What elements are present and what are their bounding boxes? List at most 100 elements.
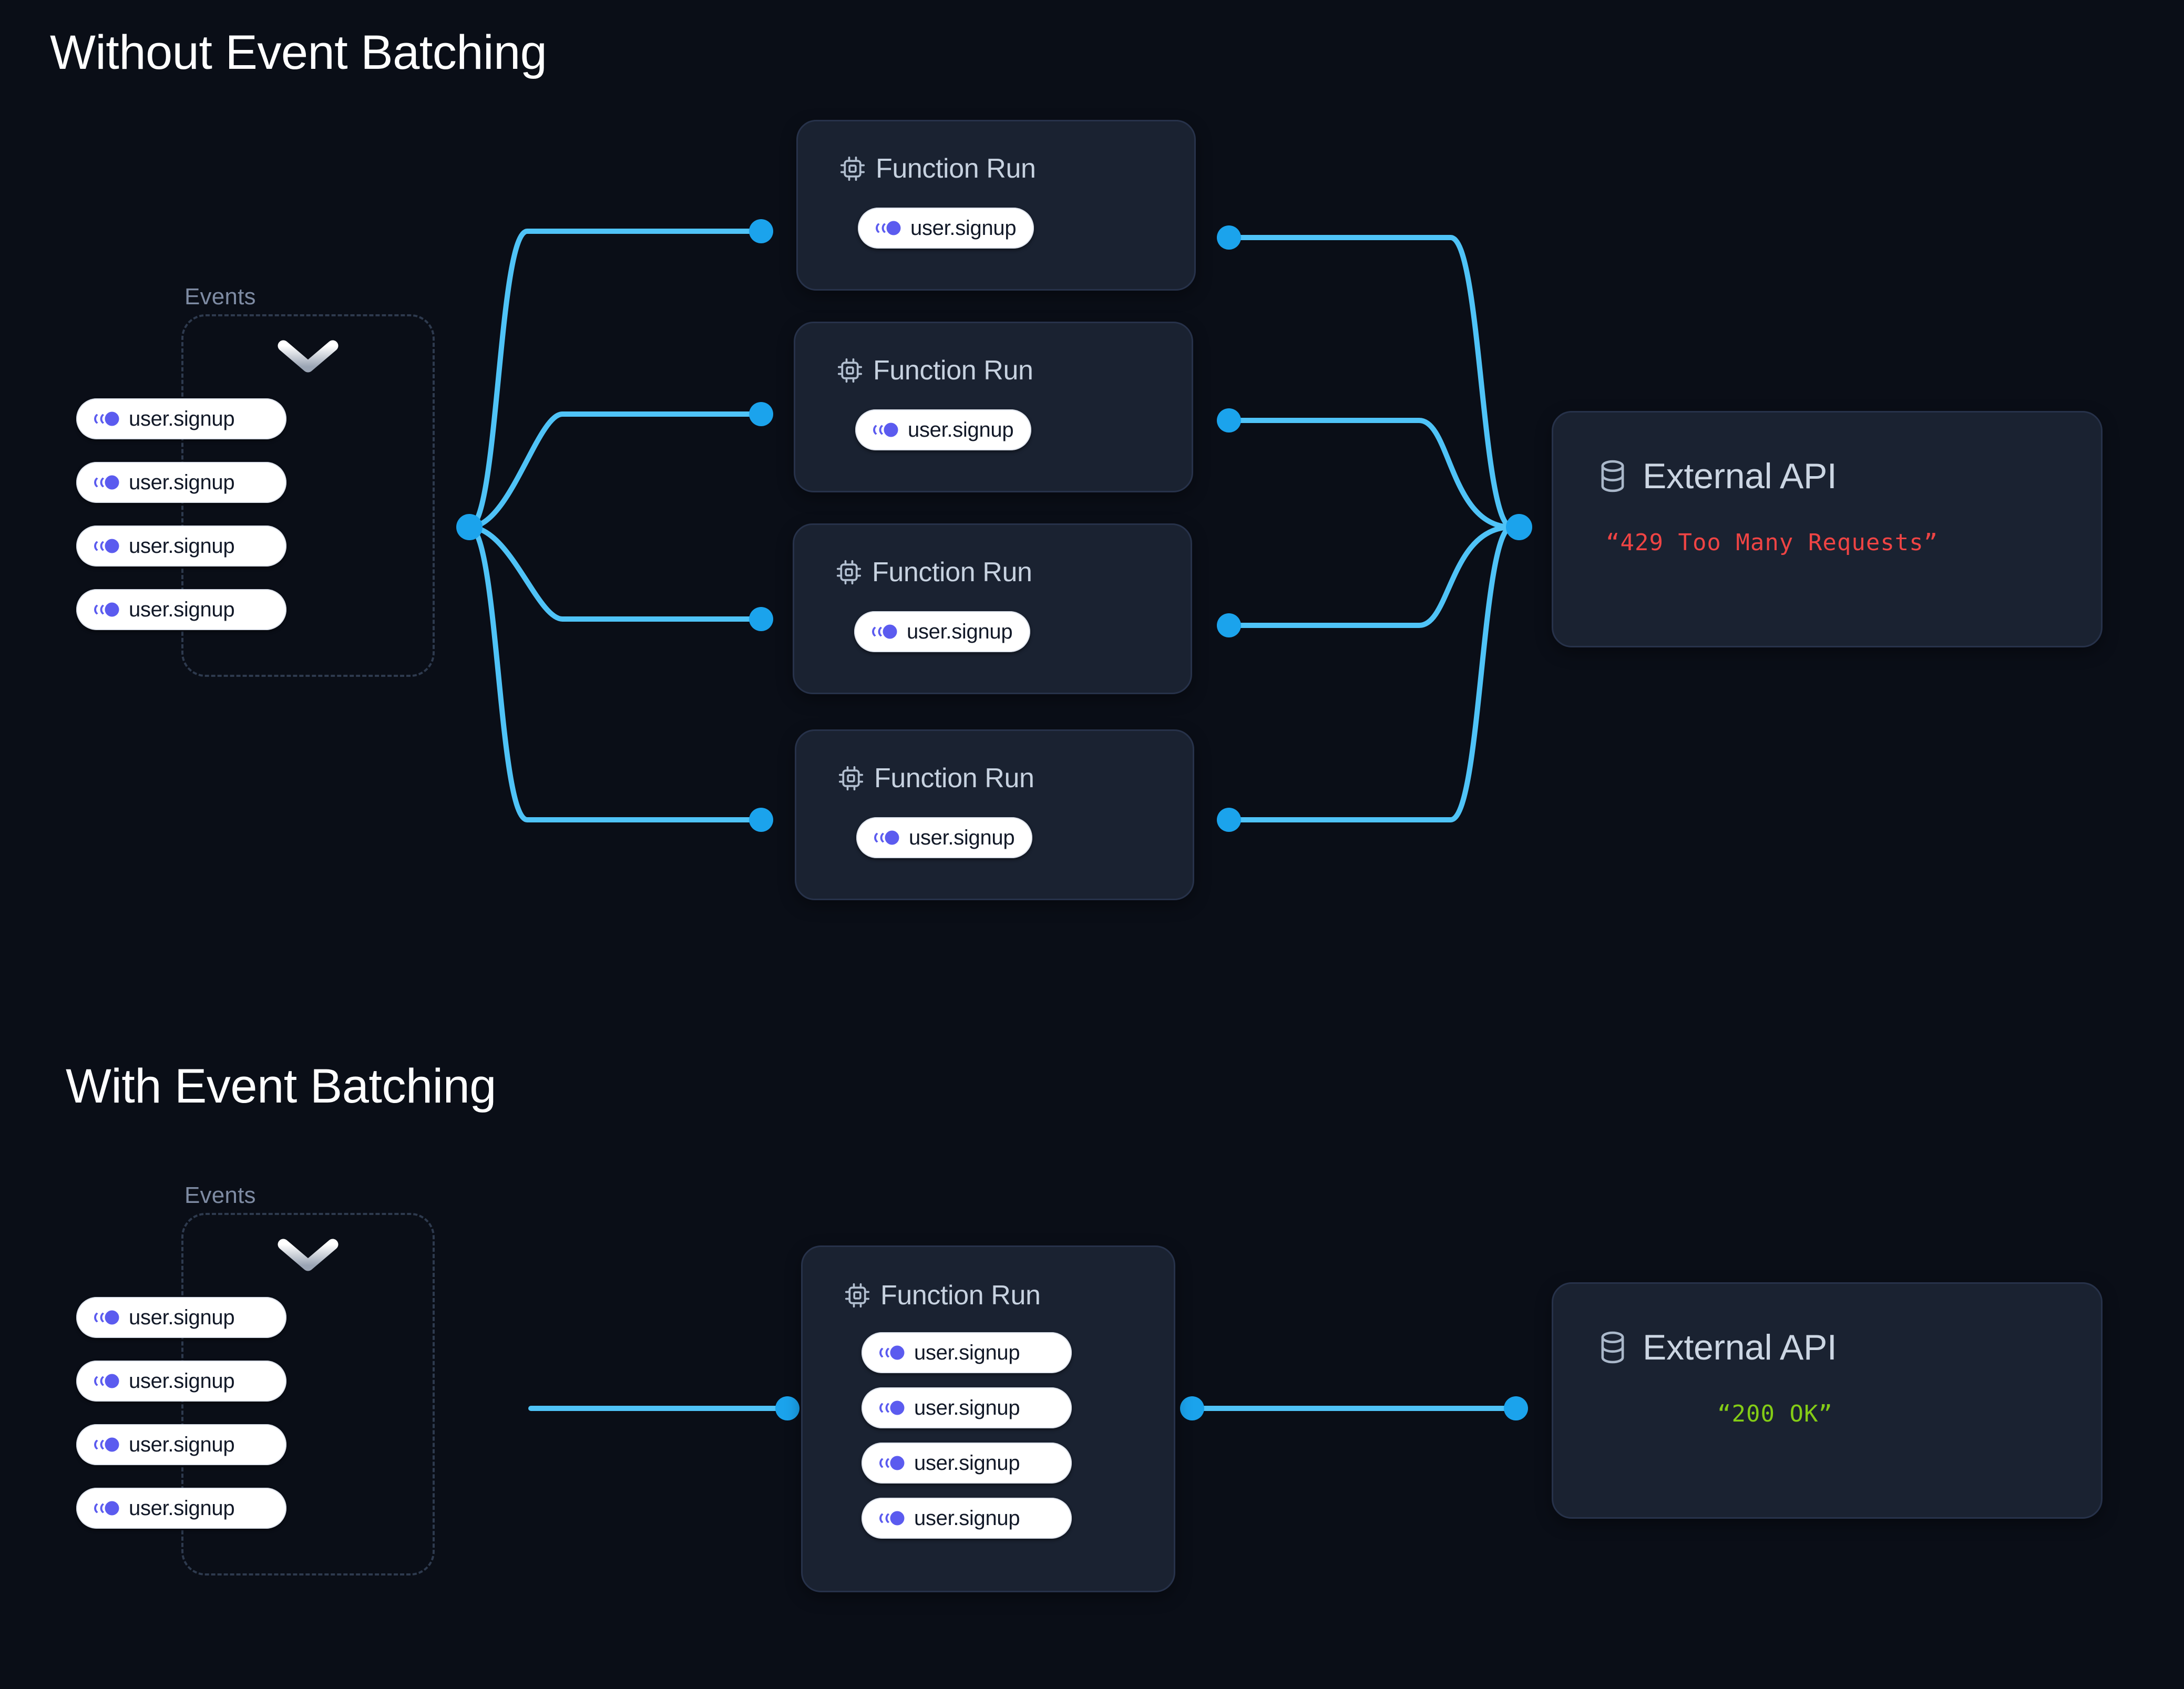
event-pill[interactable]: user.signup	[76, 1424, 286, 1465]
event-pill[interactable]: user.signup	[862, 1443, 1072, 1484]
function-run-card-2[interactable]: Function Run user.signup	[794, 322, 1193, 492]
event-pill-label: user.signup	[914, 1396, 1020, 1419]
event-pill[interactable]: user.signup	[76, 462, 286, 503]
function-run-card-header: Function Run	[835, 557, 1191, 588]
event-signal-icon	[91, 409, 120, 429]
connector-dot-in-4	[749, 808, 773, 832]
external-api-header: External API	[1596, 1327, 2101, 1368]
event-pill-label: user.signup	[914, 1341, 1020, 1364]
connector-dot-batch-out	[1180, 1396, 1204, 1420]
chip-icon	[837, 765, 865, 792]
event-signal-icon	[876, 1343, 906, 1363]
event-pill-label: user.signup	[129, 1369, 235, 1393]
event-pill[interactable]: user.signup	[862, 1498, 1072, 1539]
function-run-card-header: Function Run	[837, 763, 1193, 794]
chip-icon	[839, 155, 866, 182]
events-pill-list: user.signup user.signup user.signup user…	[76, 398, 286, 630]
event-signal-icon	[91, 1307, 120, 1327]
event-signal-icon	[91, 1371, 120, 1391]
event-signal-icon	[876, 1453, 906, 1473]
chip-icon	[835, 559, 863, 586]
chevron-down-icon	[277, 337, 339, 374]
event-signal-icon	[876, 1398, 906, 1418]
event-pill[interactable]: user.signup	[862, 1332, 1072, 1373]
connector-dot-batch-in	[775, 1396, 799, 1420]
event-signal-icon	[870, 420, 899, 440]
event-signal-icon	[876, 1508, 906, 1528]
event-pill[interactable]: user.signup	[76, 1361, 286, 1402]
event-pill[interactable]: user.signup	[862, 1387, 1072, 1428]
function-run-card-header: Function Run	[839, 153, 1194, 184]
batched-event-list: user.signup user.signup user.signup user…	[862, 1332, 1174, 1539]
events-label: Events	[184, 1182, 256, 1208]
external-api-status: “200 OK”	[1717, 1400, 1833, 1427]
section-title-without-batching: Without Event Batching	[50, 26, 547, 79]
event-pill[interactable]: user.signup	[76, 526, 286, 567]
function-run-card-batched[interactable]: Function Run user.signup user.signup use…	[801, 1245, 1175, 1592]
event-signal-icon	[871, 828, 900, 848]
section-title-with-batching: With Event Batching	[66, 1059, 496, 1113]
event-pill-label: user.signup	[914, 1506, 1020, 1530]
event-signal-icon	[91, 1498, 120, 1518]
chip-icon	[836, 357, 864, 384]
database-icon	[1596, 458, 1629, 495]
connector-dot-in-1	[749, 219, 773, 243]
event-pill[interactable]: user.signup	[855, 409, 1032, 450]
connector-dot-out-2	[1217, 408, 1241, 432]
chip-icon	[844, 1282, 871, 1309]
event-pill-label: user.signup	[129, 1433, 235, 1456]
event-signal-icon	[869, 622, 898, 642]
event-pill[interactable]: user.signup	[858, 208, 1034, 249]
event-signal-icon	[873, 218, 902, 238]
event-pill[interactable]: user.signup	[76, 589, 286, 630]
events-pill-list: user.signup user.signup user.signup user…	[76, 1297, 286, 1529]
connector-dot-out-4	[1217, 808, 1241, 832]
function-run-card-header: Function Run	[836, 355, 1192, 386]
function-run-card-header: Function Run	[844, 1280, 1174, 1311]
external-api-status: “429 Too Many Requests”	[1606, 529, 1939, 556]
event-pill[interactable]: user.signup	[76, 1297, 286, 1338]
event-pill-label: user.signup	[908, 418, 1014, 441]
database-icon	[1596, 1329, 1629, 1366]
event-pill-label: user.signup	[909, 826, 1015, 849]
event-pill[interactable]: user.signup	[76, 1488, 286, 1529]
function-run-card-1[interactable]: Function Run user.signup	[796, 120, 1196, 291]
connector-dot-in-3	[749, 607, 773, 631]
function-run-title: Function Run	[873, 355, 1033, 386]
function-run-title: Function Run	[874, 763, 1034, 794]
function-run-title: Function Run	[880, 1280, 1041, 1311]
event-pill-label: user.signup	[129, 534, 235, 558]
connector-hub-in	[1506, 514, 1532, 540]
chevron-down-icon	[277, 1236, 339, 1273]
event-signal-icon	[91, 472, 120, 492]
external-api-header: External API	[1596, 456, 2101, 497]
connector-dot-out-3	[1217, 613, 1241, 637]
external-api-title: External API	[1643, 1327, 1837, 1367]
event-pill-label: user.signup	[129, 407, 235, 430]
event-pill[interactable]: user.signup	[854, 611, 1031, 652]
event-pill-label: user.signup	[910, 216, 1017, 240]
external-api-card-without[interactable]: External API “429 Too Many Requests”	[1552, 411, 2103, 647]
event-pill-label: user.signup	[129, 1305, 235, 1329]
connector-dot-in-2	[749, 402, 773, 426]
external-api-card-with[interactable]: External API “200 OK”	[1552, 1282, 2103, 1519]
function-run-title: Function Run	[876, 153, 1036, 184]
function-run-card-3[interactable]: Function Run user.signup	[793, 523, 1192, 694]
event-signal-icon	[91, 600, 120, 620]
connector-dot-batch-api	[1504, 1396, 1528, 1420]
event-pill[interactable]: user.signup	[76, 398, 286, 439]
event-signal-icon	[91, 536, 120, 556]
connector-hub-out	[456, 514, 483, 540]
event-pill[interactable]: user.signup	[856, 817, 1033, 858]
event-signal-icon	[91, 1435, 120, 1455]
function-run-card-4[interactable]: Function Run user.signup	[795, 729, 1194, 900]
event-pill-label: user.signup	[129, 470, 235, 494]
event-pill-label: user.signup	[129, 1496, 235, 1520]
connector-dot-out-1	[1217, 225, 1241, 250]
events-label: Events	[184, 284, 256, 310]
event-pill-label: user.signup	[129, 598, 235, 621]
external-api-title: External API	[1643, 456, 1837, 496]
function-run-title: Function Run	[872, 557, 1032, 588]
event-pill-label: user.signup	[907, 620, 1013, 643]
